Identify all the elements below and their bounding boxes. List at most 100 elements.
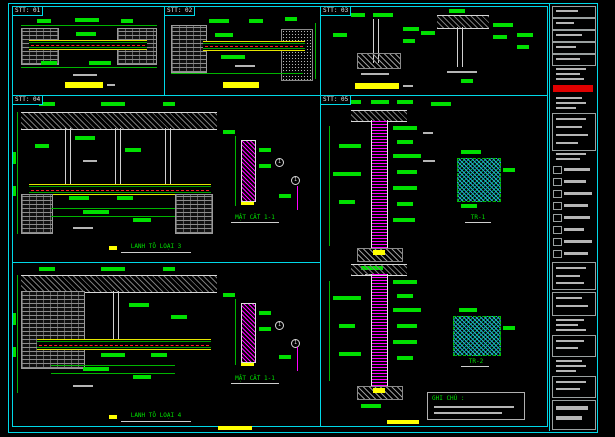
title-block-cell: [552, 262, 596, 290]
text-line: [107, 84, 115, 86]
label-bar: [259, 327, 271, 331]
label-bar: [517, 45, 529, 49]
text-line: [423, 132, 433, 134]
label-bar: [397, 100, 413, 104]
label-bar: [151, 353, 167, 357]
dimension-line: [51, 208, 175, 209]
text-line: [73, 385, 93, 387]
text-line: [447, 71, 477, 73]
text-line: [423, 160, 435, 162]
foundation-hatch: [357, 386, 403, 400]
dimension-line-vertical: [315, 23, 316, 79]
title-block-cell: [552, 376, 596, 398]
section-cut-wall: [241, 140, 256, 202]
text-line: [556, 340, 584, 342]
section-bubble: 1: [275, 321, 284, 330]
label-bar: [339, 352, 361, 356]
text-line: [556, 142, 578, 144]
text-line: [556, 282, 584, 284]
label-bar: [403, 39, 415, 43]
foundation-hatch: [357, 248, 403, 262]
label-bar: [397, 170, 417, 174]
label-bar: [397, 294, 413, 298]
label-bar: [397, 140, 413, 144]
label-bar: [393, 340, 417, 344]
dimension-line-vertical: [17, 275, 18, 393]
text-line: [556, 58, 580, 60]
text-line: [556, 416, 582, 420]
text-line: [556, 153, 586, 155]
label-bar: [461, 204, 477, 208]
label-bar: [41, 61, 57, 65]
label-bar: [125, 148, 141, 152]
lintel-beam: [29, 184, 211, 195]
label-bar: [461, 150, 481, 154]
panel-title: STT: 01: [13, 7, 44, 16]
revision-cell: [553, 214, 562, 222]
label-bar: [459, 308, 477, 312]
label-bar: [39, 267, 55, 271]
detail-tr1-hatch: [457, 158, 501, 202]
label-bar: [163, 102, 175, 106]
text-line: [235, 65, 255, 67]
text-line: [556, 126, 582, 128]
text-line: [556, 78, 584, 80]
label-bar: [133, 218, 151, 222]
brick-pier-right: [175, 194, 213, 234]
label-bar: [393, 218, 415, 222]
label-bar-vertical: [13, 186, 16, 196]
highlighted-caption: [65, 82, 103, 88]
label-bar-vertical: [13, 313, 16, 325]
highlighted-caption: [223, 82, 259, 88]
caption-underline: [231, 222, 279, 223]
concrete-block: [281, 29, 313, 81]
caption-underline: [121, 252, 191, 253]
label-bar-vertical: [13, 347, 16, 357]
notes-box: GHI CHÚ :: [427, 392, 525, 420]
section-bubble: 1: [275, 158, 284, 167]
title-block-cell: [552, 335, 596, 357]
title-block-cell: [552, 6, 596, 18]
label-bar: [373, 13, 393, 17]
label-bar: [101, 102, 125, 106]
label-bar: [279, 355, 291, 359]
label-bar: [339, 144, 361, 148]
text-line: [556, 275, 580, 277]
label-bar: [221, 55, 245, 59]
dimension-line: [21, 67, 157, 68]
text-line: [556, 10, 578, 12]
text-line: [556, 68, 586, 70]
label-bar: [517, 33, 533, 37]
panel-title: STT: 03: [321, 7, 352, 16]
section-bubble: 1: [291, 176, 300, 185]
text-line: [556, 34, 582, 36]
panel-stt-05: STT: 05 TR-1: [320, 95, 548, 427]
label-bar: [69, 196, 89, 200]
title-block-cell: [552, 54, 596, 66]
label-bar: [37, 19, 51, 23]
dimension-line-vertical: [235, 299, 236, 365]
sheet-bottom-highlight: [218, 426, 252, 430]
panel-title: STT: 02: [165, 7, 196, 16]
text-line: [556, 118, 586, 120]
title-block-cell: [552, 113, 596, 151]
title-block-red-band: [553, 85, 593, 92]
title-block-cell: [552, 30, 596, 42]
label-bar: [129, 303, 149, 307]
dimension-line: [51, 216, 175, 217]
label-bar: [393, 280, 417, 284]
leader-line: [297, 186, 298, 210]
text-line: [556, 102, 586, 104]
label-bar: [393, 308, 421, 312]
floor-slab: [21, 275, 217, 293]
label-bar: [89, 61, 111, 65]
caption-underline: [461, 366, 489, 367]
title-block-cell: [552, 18, 596, 30]
text-line: [556, 381, 586, 383]
sill-highlight: [373, 250, 385, 255]
label-bar: [215, 33, 233, 37]
text-line: [556, 324, 578, 326]
label-bar: [449, 9, 465, 13]
revision-cell: [553, 202, 562, 210]
